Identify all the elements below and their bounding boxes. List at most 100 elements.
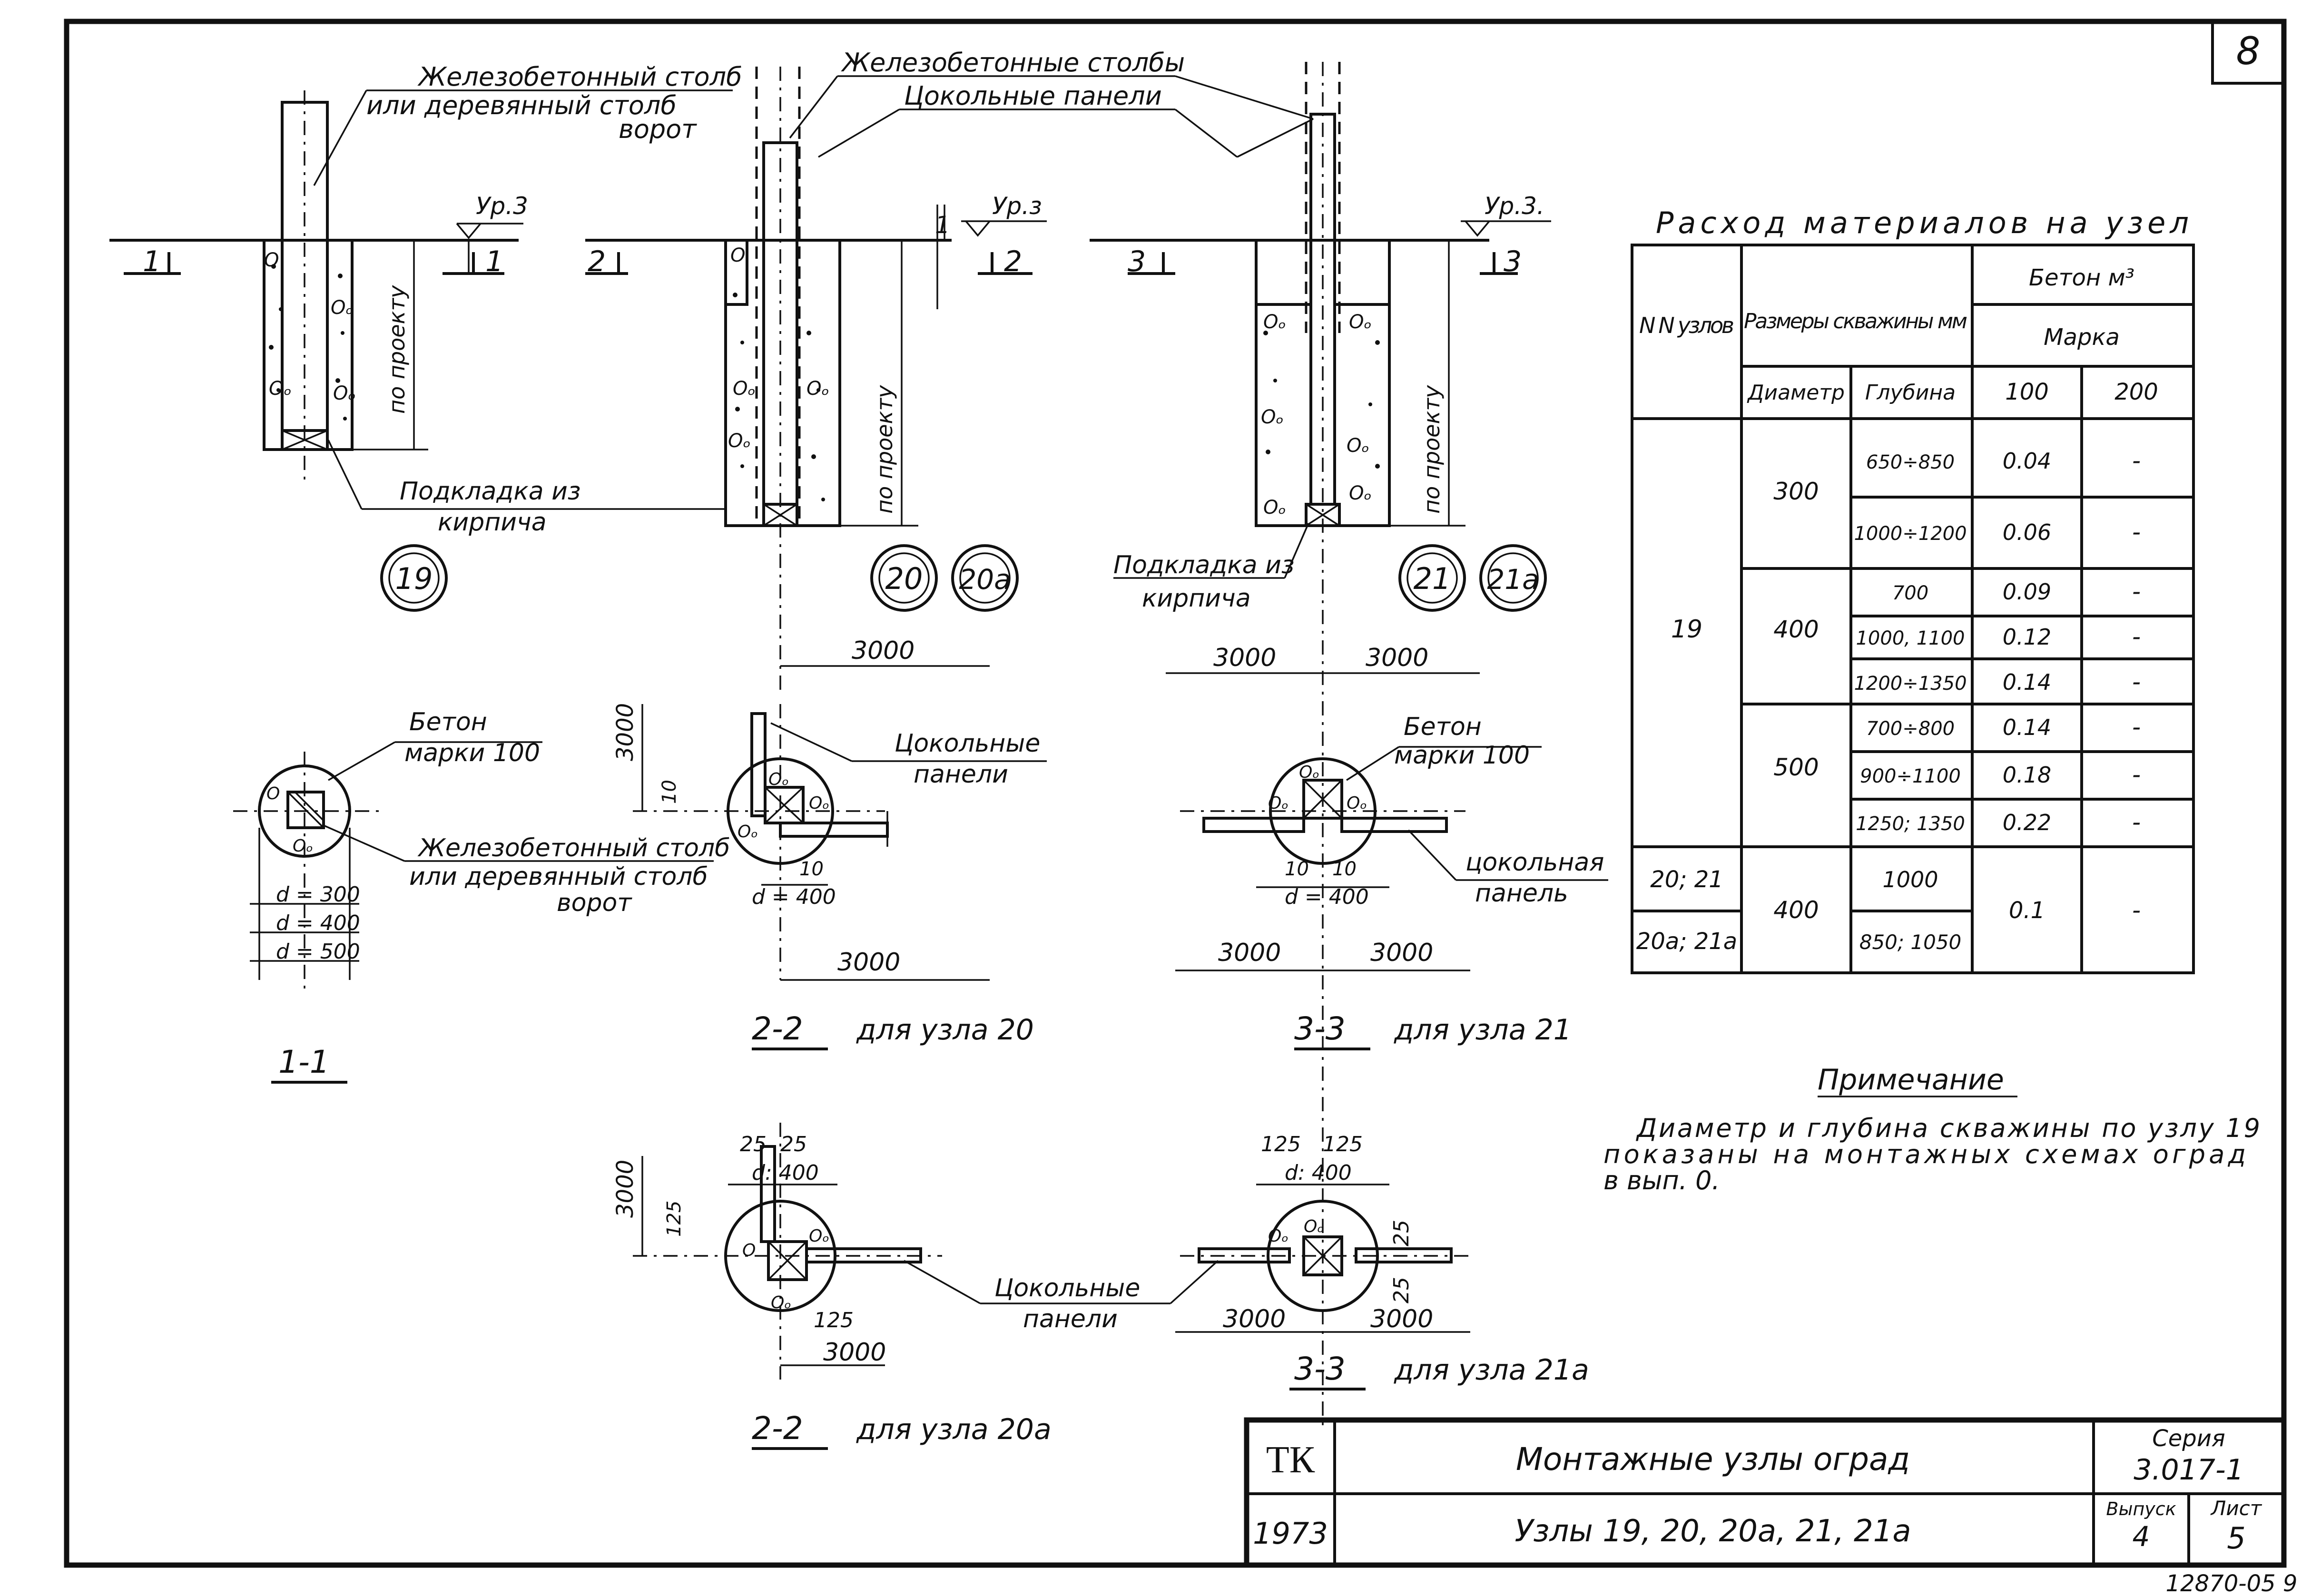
cell-c200-5: -: [2132, 713, 2141, 741]
label-n19-post-alt2: ворот: [619, 114, 697, 144]
dim-125-vert-20a: 125: [663, 1201, 685, 1237]
title-section-1-1: 1-1: [278, 1044, 330, 1080]
title-block-sheet-label: Лист: [2210, 1497, 2262, 1520]
svg-text:Oₒ: Oₒ: [809, 793, 829, 813]
cell-depth-2: 700: [1892, 582, 1928, 604]
dim-3000-top-21a: 3000: [1213, 644, 1276, 672]
dim-3000-20: 3000: [837, 948, 900, 977]
label-level-20: Ур.з: [992, 192, 1042, 220]
dim-d400-20a: d: 400: [752, 1161, 819, 1185]
title-section-2-2-20-sub: для узла 20: [856, 1013, 1034, 1047]
corner-number-box: [2211, 20, 2285, 85]
label-d400: d = 400: [276, 911, 360, 935]
cell-c100-6: 0.18: [2003, 762, 2051, 788]
svg-text:Oₒ: Oₒ: [1304, 1217, 1324, 1236]
title-section-2-2-20: 2-2: [752, 1010, 803, 1047]
cell-depth-4: 1200÷1350: [1854, 673, 1967, 695]
svg-text:Oₒ: Oₒ: [809, 1226, 829, 1246]
cell-diam-400: 400: [1773, 616, 1819, 643]
title-section-3-3-21a-sub: для узла 21а: [1394, 1353, 1589, 1387]
dim-125-20a: 125: [814, 1308, 854, 1332]
label-post-alt2-1-1: ворот: [557, 889, 632, 917]
node-marker-21a: 21а: [1487, 563, 1539, 596]
label-concrete-1-1: Бетон: [409, 708, 487, 736]
cell-node-20-21: 20; 21: [1650, 866, 1723, 893]
svg-text:Oₒ: Oₒ: [333, 382, 356, 404]
section-mark-2-left: 2: [588, 245, 606, 278]
cell-node-20a-21a: 20а; 21а: [1636, 928, 1737, 955]
cell-c200-7: -: [2132, 808, 2141, 836]
label-d500: d = 500: [276, 940, 360, 964]
cell-c100-8: 0.1: [2009, 897, 2045, 924]
note-line-3: в вып. 0.: [1603, 1165, 1720, 1195]
dim-10-20: 10: [799, 858, 824, 880]
svg-text:Oₒ: Oₒ: [293, 836, 313, 856]
cell-depth-5: 700÷800: [1866, 718, 1955, 740]
dim-3000-20a: 3000: [823, 1338, 886, 1367]
title-block-sheet: 5: [2227, 1521, 2245, 1556]
node-marker-20: 20: [885, 561, 923, 596]
cell-depth-8: 1000: [1882, 867, 1938, 892]
label-pad2-19: кирпича: [438, 508, 547, 537]
dim-25a-20a: 25: [740, 1132, 767, 1156]
cell-c100-2: 0.09: [2003, 579, 2051, 605]
title-block-issue-label: Выпуск: [2106, 1498, 2176, 1519]
cell-depth-7: 1250; 1350: [1856, 813, 1965, 835]
cell-c200-3: -: [2132, 623, 2141, 650]
header-depth: Глубина: [1865, 381, 1956, 405]
header-grade-100: 100: [2005, 379, 2049, 405]
label-pad-21: Подкладка из: [1113, 551, 1295, 579]
section-mark-1-right: 1: [485, 245, 503, 278]
header-concrete: Бетон м³: [2029, 264, 2134, 291]
dim-3000-vert-20: 3000: [612, 703, 639, 761]
cell-c100-3: 0.12: [2003, 624, 2051, 650]
dim-125b-21a: 125: [1323, 1132, 1363, 1156]
cell-c100-4: 0.14: [2003, 669, 2051, 695]
label-by-project-19: по проекту: [384, 285, 410, 414]
cell-diam-400-b: 400: [1773, 896, 1819, 924]
node-marker-19: 19: [395, 561, 433, 596]
sheet-frame: [64, 19, 2287, 1568]
svg-text:Oₒ: Oₒ: [1349, 482, 1372, 504]
svg-text:Oₒ: Oₒ: [738, 822, 758, 842]
svg-text:O: O: [742, 1241, 756, 1260]
label-by-project-21: по проекту: [1419, 385, 1445, 514]
label-post-1-1: Железобетонный столб: [417, 834, 730, 862]
cell-depth-1: 1000÷1200: [1854, 523, 1967, 545]
label-plinth-bottom: Цокольные: [994, 1274, 1140, 1302]
label-plinth2-21: панель: [1475, 879, 1568, 908]
title-block-series-label: Серия: [2152, 1425, 2225, 1452]
svg-text:Oₒ: Oₒ: [1268, 1226, 1288, 1246]
label-plinth2-20: панели: [914, 760, 1008, 789]
title-block-issue: 4: [2133, 1520, 2150, 1553]
label-level-21: Ур.3.: [1485, 192, 1544, 220]
label-n19-post: Железобетонный столб: [417, 62, 742, 92]
node-marker-20a: 20а: [959, 563, 1011, 596]
dim-3000a-21a: 3000: [1223, 1305, 1286, 1333]
cell-c200-2: -: [2132, 578, 2141, 605]
title-section-3-3-21-sub: для узла 21: [1394, 1013, 1572, 1047]
cell-c200-0: -: [2132, 447, 2141, 474]
cell-depth-6: 900÷1100: [1860, 765, 1961, 787]
dim-3000-vert-20a: 3000: [612, 1160, 639, 1218]
cell-c100-1: 0.06: [2003, 519, 2051, 545]
title-section-3-3-21: 3-3: [1294, 1010, 1346, 1047]
svg-text:Oₒ: Oₒ: [269, 378, 292, 400]
cell-node-19: 19: [1671, 615, 1702, 644]
plan-section-2-2-node20: Oₒ Oₒ Oₒ Цокольные панели 3000 10 10 d =…: [612, 703, 1047, 1050]
label-by-project-20: по проекту: [872, 385, 897, 514]
title-block-year: 1973: [1253, 1516, 1328, 1551]
svg-text:Oₒ: Oₒ: [1268, 793, 1288, 813]
dim-d400-20: d = 400: [752, 885, 836, 909]
svg-text:O: O: [264, 249, 279, 271]
title-block-subtitle: Узлы 19, 20, 20а, 21, 21а: [1515, 1514, 1911, 1549]
elevation-node-19: O Oₒ Oₒ Oₒ Железобетонный столб или дере…: [109, 62, 742, 612]
elevation-node-20: O Oₒ Oₒ Oₒ Железобетонные столбы Цокольн…: [585, 48, 1314, 695]
title-block-title: Монтажные узлы оград: [1516, 1441, 1910, 1478]
dim-10b-21: 10: [1332, 858, 1357, 880]
label-post-alt-1-1: или деревянный столб: [409, 862, 708, 891]
section-mark-1-left: 1: [143, 245, 161, 278]
label-pad2-21: кирпича: [1142, 584, 1251, 613]
label-n20-posts: Железобетонные столбы: [841, 48, 1185, 78]
